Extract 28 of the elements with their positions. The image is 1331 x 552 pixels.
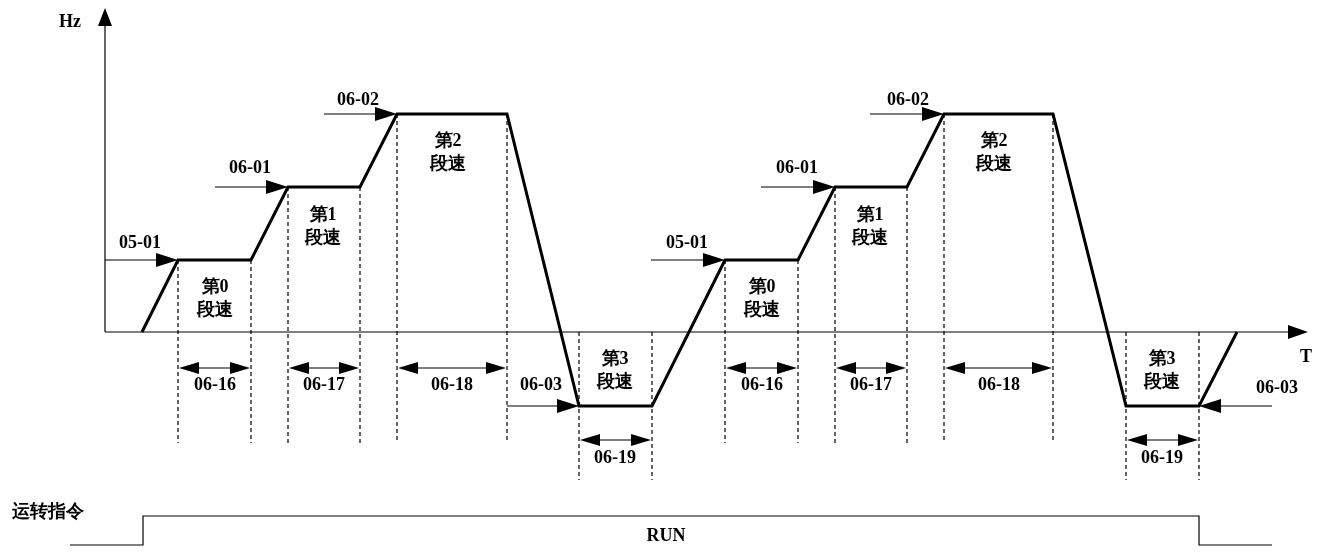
axis-label: T: [1300, 345, 1312, 369]
parameter-label: 06-17: [850, 373, 892, 397]
parameter-label: 06-02: [337, 88, 379, 112]
signal-label: 运转指令: [12, 500, 84, 524]
speed-label: 第2段速: [975, 128, 1013, 175]
parameter-label: 05-01: [119, 231, 161, 255]
speed-label: 第3段速: [596, 346, 634, 393]
parameter-label: 06-16: [741, 373, 783, 397]
speed-label: 第1段速: [851, 202, 889, 249]
axis-label: Hz: [59, 10, 81, 34]
run-label: RUN: [646, 524, 686, 548]
parameter-label: 06-03: [1256, 376, 1298, 400]
parameter-label: 06-03: [520, 373, 562, 397]
parameter-label: 05-01: [666, 231, 708, 255]
parameter-label: 06-19: [594, 446, 636, 470]
speed-label: 第0段速: [196, 274, 234, 321]
parameter-label: 06-18: [431, 373, 473, 397]
speed-label: 第2段速: [429, 128, 467, 175]
parameter-label: 06-01: [776, 156, 818, 180]
parameter-label: 06-17: [303, 373, 345, 397]
speed-label: 第3段速: [1143, 346, 1181, 393]
parameter-label: 06-16: [194, 373, 236, 397]
parameter-label: 06-19: [1141, 446, 1183, 470]
speed-label: 第1段速: [304, 202, 342, 249]
speed-label: 第0段速: [743, 274, 781, 321]
parameter-label: 06-02: [887, 88, 929, 112]
parameter-label: 06-01: [229, 156, 271, 180]
parameter-label: 06-18: [978, 373, 1020, 397]
